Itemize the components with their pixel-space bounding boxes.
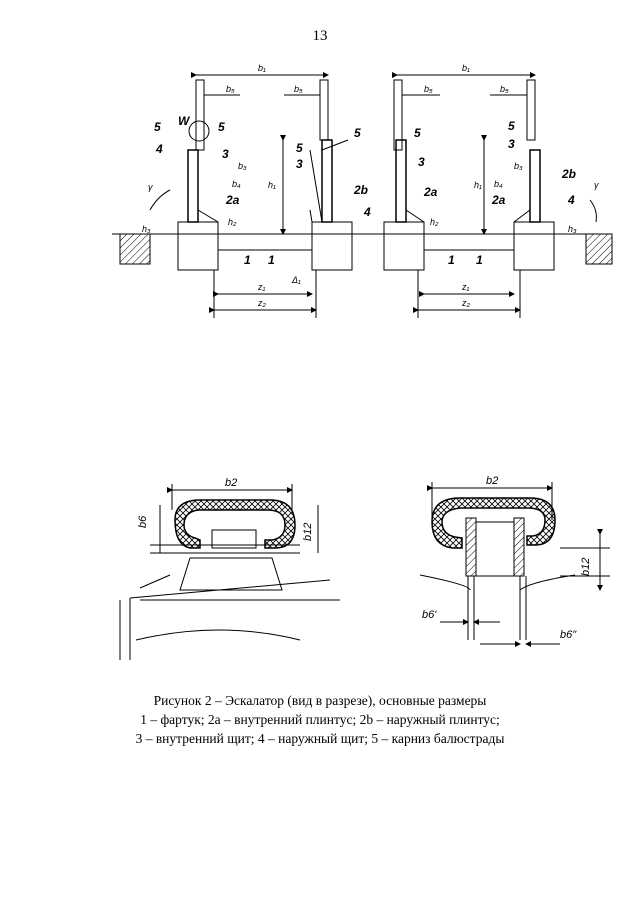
dim-b4-left: b₄ <box>232 179 241 189</box>
part-2b-a: 2b <box>353 183 368 197</box>
dim-h2-left: h₂ <box>228 217 237 227</box>
dim-b6-left: b6 <box>137 515 149 528</box>
dim-b3-left: b₃ <box>238 161 247 171</box>
part-4-b: 4 <box>363 205 371 219</box>
dim-b5-b: b₅ <box>294 84 303 94</box>
part-2b-b: 2b <box>561 167 576 181</box>
part-1-b: 1 <box>268 253 275 267</box>
dim-h3-left: h₃ <box>142 224 151 234</box>
dim-z1-left: z₁ <box>257 282 266 292</box>
dim-b12-right: b12 <box>580 558 592 576</box>
dim-b5-d: b₅ <box>500 84 509 94</box>
handrail-section-right <box>419 482 610 647</box>
part-1-c: 1 <box>448 253 455 267</box>
dim-b2-right: b2 <box>486 475 498 487</box>
dim-h3-right: h₃ <box>568 224 577 234</box>
part-5-a: 5 <box>154 120 161 134</box>
page-number: 13 <box>312 28 328 44</box>
dim-b2-left: b2 <box>225 477 237 489</box>
part-5-d: 5 <box>296 141 303 155</box>
handrail-left-labels: b2 b6 b12 <box>137 477 314 541</box>
part-3-c: 3 <box>418 155 425 169</box>
dim-b3-right: b₃ <box>514 161 523 171</box>
part-1-d: 1 <box>476 253 483 267</box>
dim-b5-a: b₅ <box>226 84 235 94</box>
top-cross-section <box>112 72 613 318</box>
dim-gamma-right: γ <box>594 180 599 190</box>
part-2a-a: 2a <box>225 193 240 207</box>
dim-b5-c: b₅ <box>424 84 433 94</box>
part-2a-c: 2a <box>491 193 506 207</box>
part-5-b: 5 <box>218 120 225 134</box>
handrail-right-labels: b2 b12 b6' b6" <box>422 475 592 641</box>
part-2a-b: 2a <box>423 185 438 199</box>
part-3-b: 3 <box>296 157 303 171</box>
handrail-section-left <box>119 484 340 660</box>
dim-h2-right: h₂ <box>430 217 439 227</box>
part-4-a: 4 <box>155 142 163 156</box>
dim-b1-left: b₁ <box>258 63 266 73</box>
dim-z2-left: z₂ <box>257 298 267 308</box>
part-5-e: 5 <box>414 126 421 140</box>
dim-z2-right: z₂ <box>461 298 471 308</box>
wall-right <box>585 233 613 265</box>
part-1-a: 1 <box>244 253 251 267</box>
dim-h1-left: h₁ <box>268 180 276 190</box>
dim-b4-right: b₄ <box>494 179 503 189</box>
top-dimension-labels: b₁ b₁ b₅ b₅ b₅ b₅ b₃ b₄ b₃ b₄ h₁ h₁ h₂ h… <box>142 63 599 308</box>
dim-b6-prime: b6' <box>422 609 437 621</box>
wall-left <box>119 233 151 265</box>
part-5-c: 5 <box>354 126 361 140</box>
part-3-a: 3 <box>222 147 229 161</box>
caption-title: Рисунок 2 – Эскалатор (вид в разрезе), о… <box>153 693 487 708</box>
part-5-f: 5 <box>508 119 515 133</box>
figure-caption: Рисунок 2 – Эскалатор (вид в разрезе), о… <box>0 691 640 748</box>
part-3-d: 3 <box>508 137 515 151</box>
dim-z1-right: z₁ <box>461 282 470 292</box>
dim-delta1: Δ₁ <box>291 275 301 285</box>
part-4-c: 4 <box>567 193 575 207</box>
detail-W: W <box>178 114 191 128</box>
dim-b6-double-prime: b6" <box>560 629 577 641</box>
caption-legend-2: 3 – внутренний щит; 4 – наружный щит; 5 … <box>135 731 505 746</box>
dim-gamma-left: γ <box>148 182 153 192</box>
dim-h1-right: h₁ <box>474 180 482 190</box>
caption-legend-1: 1 – фартук; 2a – внутренний плинтус; 2b … <box>140 712 500 727</box>
dim-b1-right: b₁ <box>462 63 470 73</box>
dim-b12-left: b12 <box>302 523 314 541</box>
